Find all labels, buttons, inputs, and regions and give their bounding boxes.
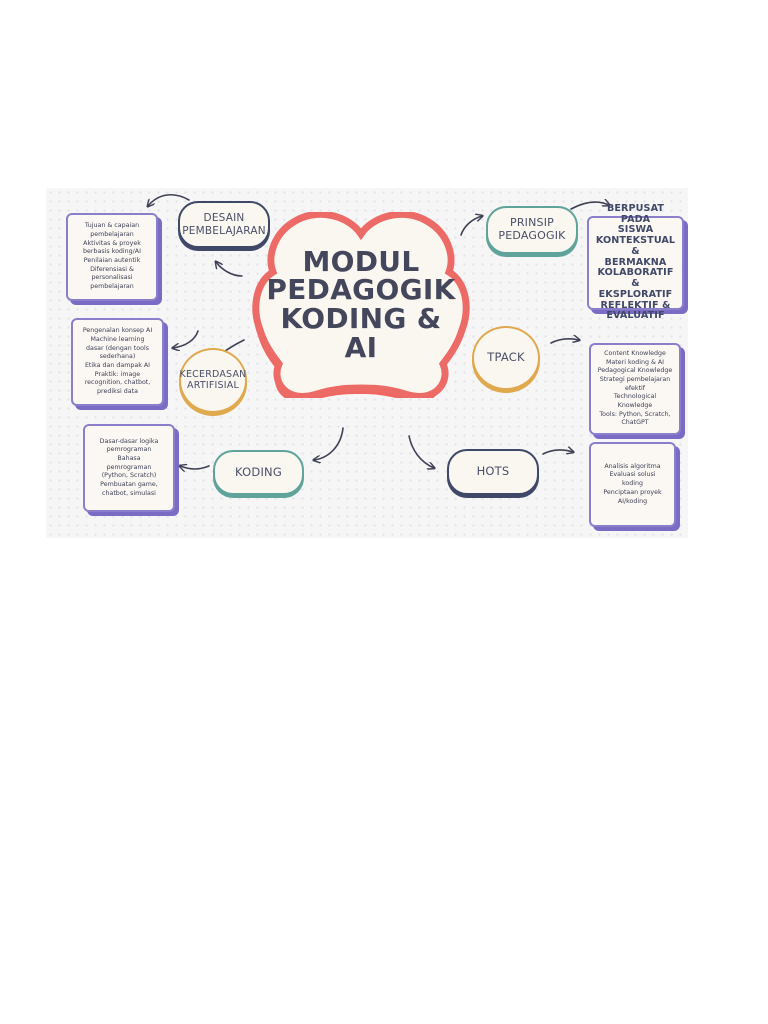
box-tpack: Content Knowledge Materi koding & AI Ped…	[589, 343, 681, 435]
node-desain-label: DESAIN PEMBELAJARAN	[182, 212, 266, 237]
center-title: MODUL PEDAGOGIK KODING & AI	[266, 244, 456, 364]
node-kecerdasan-artifisial: KECERDASAN ARTIFISIAL	[179, 348, 247, 413]
node-prinsip-pedagogik: PRINSIP PEDAGOGIK	[486, 206, 578, 254]
arrow-center-to-prinsip	[460, 216, 482, 236]
box-kecerdasan-artifisial: Pengenalan konsep AI Machine learning da…	[71, 318, 164, 406]
node-tpack: TPACK	[472, 326, 540, 390]
node-tpack-label: TPACK	[487, 350, 525, 365]
arrow-tpack-to-box	[550, 339, 579, 344]
mind-map-canvas: MODUL PEDAGOGIK KODING & AI DESAIN PEMBE…	[46, 188, 688, 538]
node-hots: HOTS	[447, 449, 539, 495]
arrow-center-to-koding	[314, 427, 344, 460]
box-koding: Dasar-dasar logika pemrograman Bahasa pe…	[83, 424, 175, 512]
arrow-center-to-desain	[216, 262, 243, 277]
box-desain-text: Tujuan & capaian pembelajaran Aktivitas …	[83, 222, 141, 291]
connector-arrows	[46, 193, 688, 538]
center-blob-shape	[252, 212, 470, 398]
center-node: MODUL PEDAGOGIK KODING & AI	[251, 212, 471, 398]
node-prinsip-label: PRINSIP PEDAGOGIK	[498, 216, 566, 242]
box-desain-pembelajaran: Tujuan & capaian pembelajaran Aktivitas …	[66, 213, 158, 301]
box-tpack-text: Content Knowledge Materi koding & AI Ped…	[597, 349, 673, 427]
arrow-hots-to-box	[542, 450, 573, 455]
box-hots-text: Analisis algoritma Evaluasi solusi kodin…	[603, 462, 662, 505]
box-hots: Analisis algoritma Evaluasi solusi kodin…	[589, 442, 676, 527]
arrow-prinsip-to-box	[570, 202, 609, 210]
arrow-koding-to-box	[180, 466, 210, 469]
node-koding: KODING	[213, 450, 304, 495]
node-kecerdasan-label: KECERDASAN ARTIFISIAL	[179, 368, 247, 391]
box-prinsip-pedagogik: BERPUSAT PADA SISWA KONTEKSTUAL & BERMAK…	[587, 203, 684, 321]
arrow-center-to-hots	[408, 435, 434, 468]
box-kecerdasan-text: Pengenalan konsep AI Machine learning da…	[82, 327, 153, 396]
node-desain-pembelajaran: DESAIN PEMBELAJARAN	[178, 201, 270, 248]
box-prinsip-text: BERPUSAT PADA SISWA KONTEKSTUAL & BERMAK…	[595, 202, 676, 322]
node-hots-label: HOTS	[476, 464, 510, 479]
node-koding-label: KODING	[235, 464, 282, 479]
arrow-desain-to-box	[148, 193, 190, 206]
arrow-kecerdasan-to-box	[173, 330, 199, 348]
box-koding-text: Dasar-dasar logika pemrograman Bahasa pe…	[99, 437, 159, 497]
